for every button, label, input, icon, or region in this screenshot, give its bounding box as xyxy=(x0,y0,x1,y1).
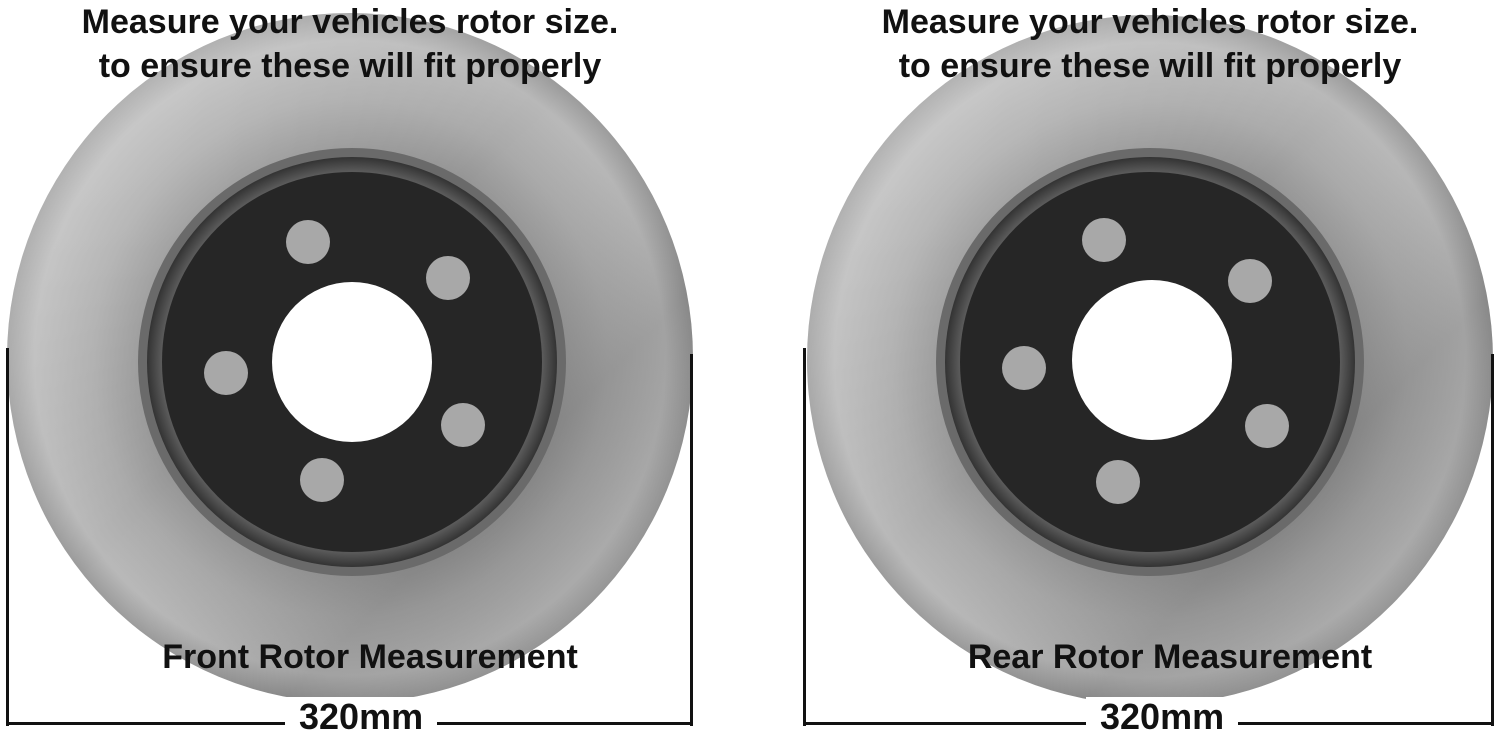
center-bore xyxy=(272,282,432,442)
front-rotor-caption: Front Rotor Measurement xyxy=(162,638,578,676)
lug-hole xyxy=(204,351,248,395)
lug-hole xyxy=(426,256,470,300)
dimension-left-tick xyxy=(6,348,9,726)
heading-line-2: to ensure these will fit properly xyxy=(98,47,602,85)
rear-rotor-panel: Measure your vehicles rotor size. to ens… xyxy=(750,0,1500,739)
rear-rotor-size-label: 320mm xyxy=(1086,697,1239,737)
rear-rotor-caption: Rear Rotor Measurement xyxy=(967,638,1373,676)
lug-hole xyxy=(1082,218,1126,262)
center-bore xyxy=(1072,280,1232,440)
lug-hole xyxy=(441,403,485,447)
lug-hole xyxy=(286,220,330,264)
measure-instruction-heading: Measure your vehicles rotor size. to ens… xyxy=(0,0,700,88)
rear-rotor-image xyxy=(807,15,1493,705)
heading-line-1: Measure your vehicles rotor size. xyxy=(81,3,619,41)
lug-hole xyxy=(300,458,344,502)
dimension-right-tick xyxy=(690,354,693,726)
front-rotor-panel: Measure your vehicles rotor size. to ens… xyxy=(0,0,700,737)
dimension-left-tick xyxy=(803,348,806,726)
heading-line-2: to ensure these will fit properly xyxy=(898,47,1402,85)
dimension-right-tick xyxy=(1491,354,1494,726)
lug-hole xyxy=(1002,346,1046,390)
front-rotor-size-label: 320mm xyxy=(285,697,438,737)
lug-hole xyxy=(1096,460,1140,504)
measure-instruction-heading: Measure your vehicles rotor size. to ens… xyxy=(800,0,1500,88)
heading-line-1: Measure your vehicles rotor size. xyxy=(881,3,1419,41)
lug-hole xyxy=(1245,404,1289,448)
lug-hole xyxy=(1228,259,1272,303)
front-rotor-image xyxy=(7,13,693,703)
